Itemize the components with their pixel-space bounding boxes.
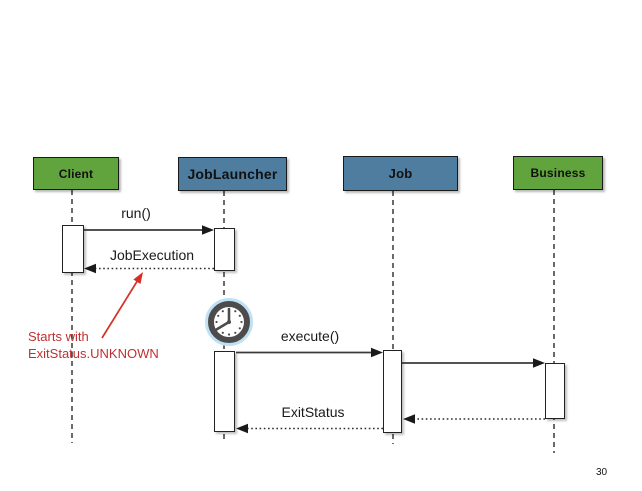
- jobexecution-return-arrow: [84, 263, 214, 274]
- clock-icon: [205, 298, 253, 346]
- jobexecution-label: JobExecution: [109, 247, 195, 263]
- joblauncher-activation-2: [214, 351, 235, 432]
- joblauncher-activation-1: [214, 228, 235, 271]
- exitstatus-label: ExitStatus: [281, 404, 345, 420]
- page-number: 30: [596, 467, 608, 478]
- exitstatus-return-arrow: [236, 423, 383, 434]
- annotation-text: Starts with ExitStatus.UNKNOWN: [28, 329, 159, 361]
- run-arrow: [84, 225, 214, 235]
- actor-job: Job: [343, 156, 458, 191]
- execute-arrow: [236, 347, 383, 358]
- job-to-business-arrow: [402, 358, 545, 368]
- business-return-arrow: [403, 414, 545, 424]
- business-activation: [545, 363, 565, 419]
- client-activation: [62, 225, 84, 273]
- execute-label: execute(): [280, 328, 340, 344]
- actor-business: Business: [513, 156, 603, 190]
- actor-joblauncher: JobLauncher: [178, 157, 287, 191]
- run-label: run(): [121, 205, 151, 221]
- job-activation: [383, 350, 402, 433]
- actor-client: Client: [33, 157, 119, 190]
